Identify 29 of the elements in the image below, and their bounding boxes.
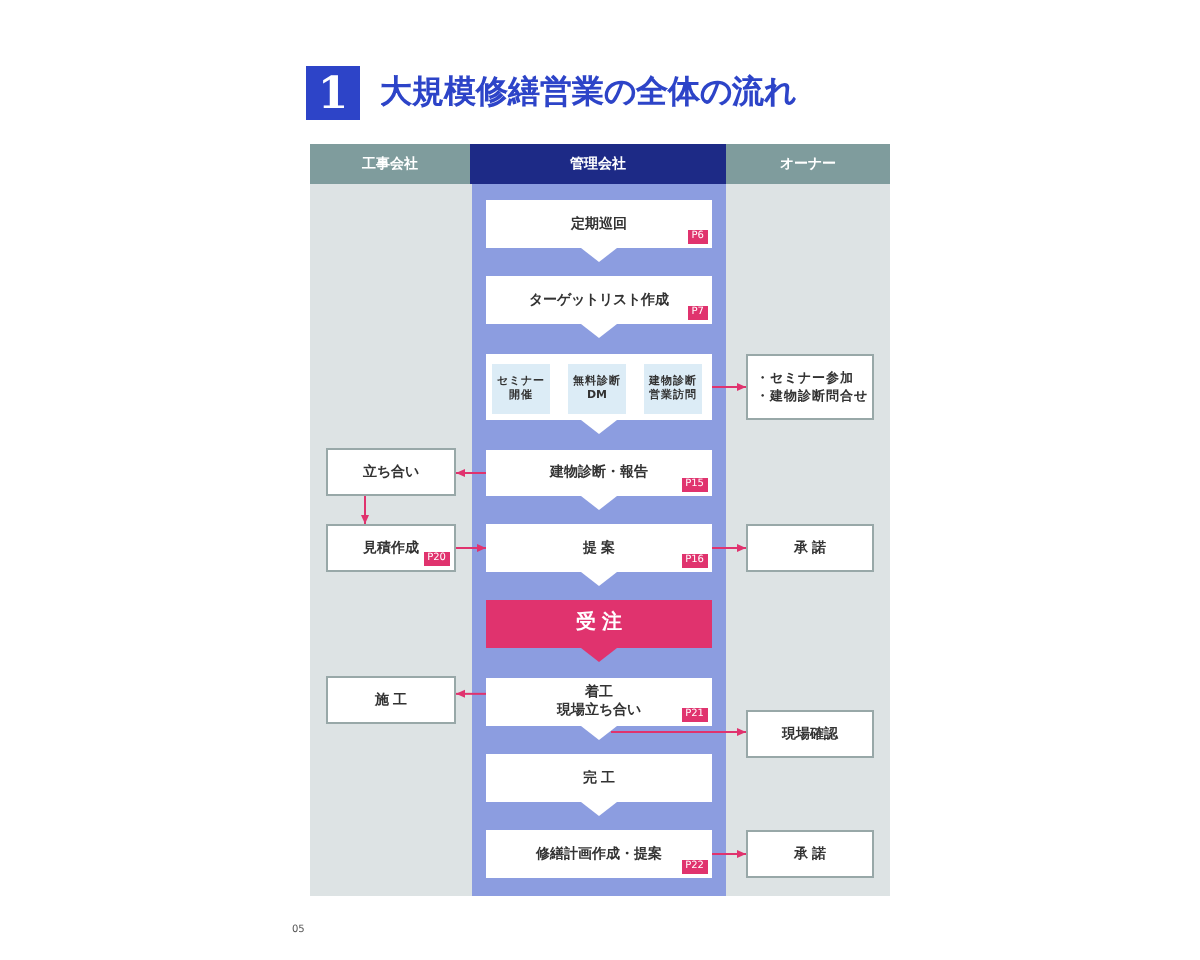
chevron-arrow — [581, 726, 617, 740]
process-box — [326, 524, 456, 572]
arrow — [711, 383, 747, 391]
chevron-arrow — [581, 324, 617, 338]
chevron-arrow — [581, 802, 617, 816]
step-box — [644, 364, 702, 414]
process-box — [746, 354, 874, 420]
chevron-arrow — [581, 248, 617, 262]
node-text: 受 注 — [575, 611, 623, 637]
process-box — [746, 830, 874, 878]
process-box — [326, 676, 456, 724]
arrow — [361, 495, 369, 525]
chevron-arrow — [581, 572, 617, 586]
arrow — [455, 689, 487, 698]
arrow — [711, 544, 747, 552]
arrow — [711, 850, 747, 858]
process-box — [746, 710, 874, 758]
number-badge: 1 — [306, 66, 360, 120]
chevron-arrow — [581, 496, 617, 510]
process-box — [746, 524, 874, 572]
arrow — [455, 469, 487, 477]
chevron-arrow — [581, 420, 617, 434]
step-box — [492, 364, 550, 414]
process-box — [326, 448, 456, 496]
arrow — [455, 544, 487, 552]
title: 大規模修繕営業の全体の流れ — [380, 72, 796, 114]
process-box — [486, 830, 712, 878]
chevron-arrow — [581, 648, 617, 662]
step-box — [568, 364, 626, 414]
